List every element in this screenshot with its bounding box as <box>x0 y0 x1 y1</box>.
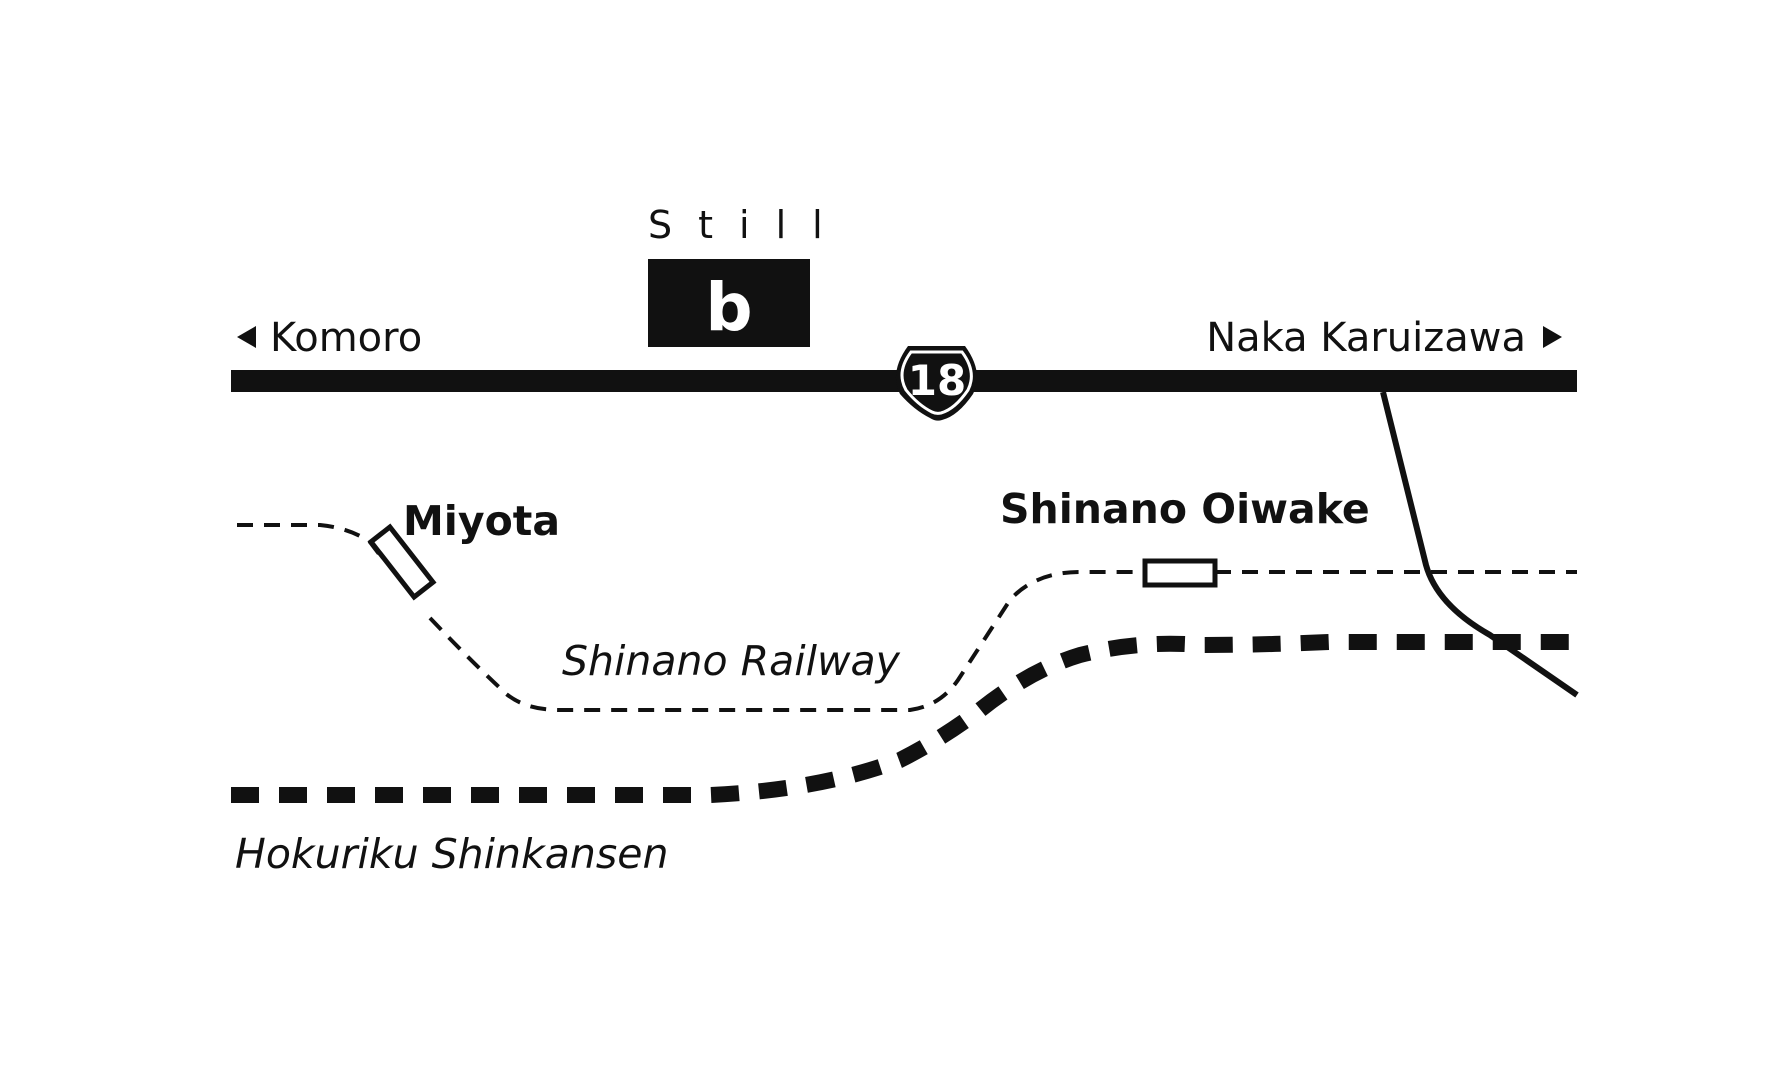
route-shield-icon <box>895 346 978 421</box>
store-name: Still <box>648 203 849 247</box>
store-logo[interactable]: b <box>648 259 810 347</box>
shinano-railway-label: Shinano Railway <box>562 637 901 685</box>
direction-east-label: Naka Karuizawa <box>1206 315 1526 361</box>
direction-west-label: Komoro <box>270 315 422 361</box>
hokuriku-shinkansen-label: Hokuriku Shinkansen <box>235 830 668 878</box>
station-shinano-oiwake-label: Shinano Oiwake <box>1000 485 1370 533</box>
triangle-right-icon <box>1543 326 1562 348</box>
station-rectangle-icon[interactable] <box>367 523 437 601</box>
station-rectangle-icon[interactable] <box>1142 558 1218 588</box>
hokuriku-shinkansen-line <box>231 634 1577 803</box>
route-number: 18 <box>908 356 966 405</box>
station-miyota-label: Miyota <box>403 497 560 545</box>
triangle-left-icon <box>237 326 256 348</box>
branch-road <box>1380 391 1579 698</box>
store-logo-box <box>648 259 810 347</box>
shinano-railway-line <box>237 523 1577 712</box>
store-logo-letter: b <box>705 269 752 346</box>
